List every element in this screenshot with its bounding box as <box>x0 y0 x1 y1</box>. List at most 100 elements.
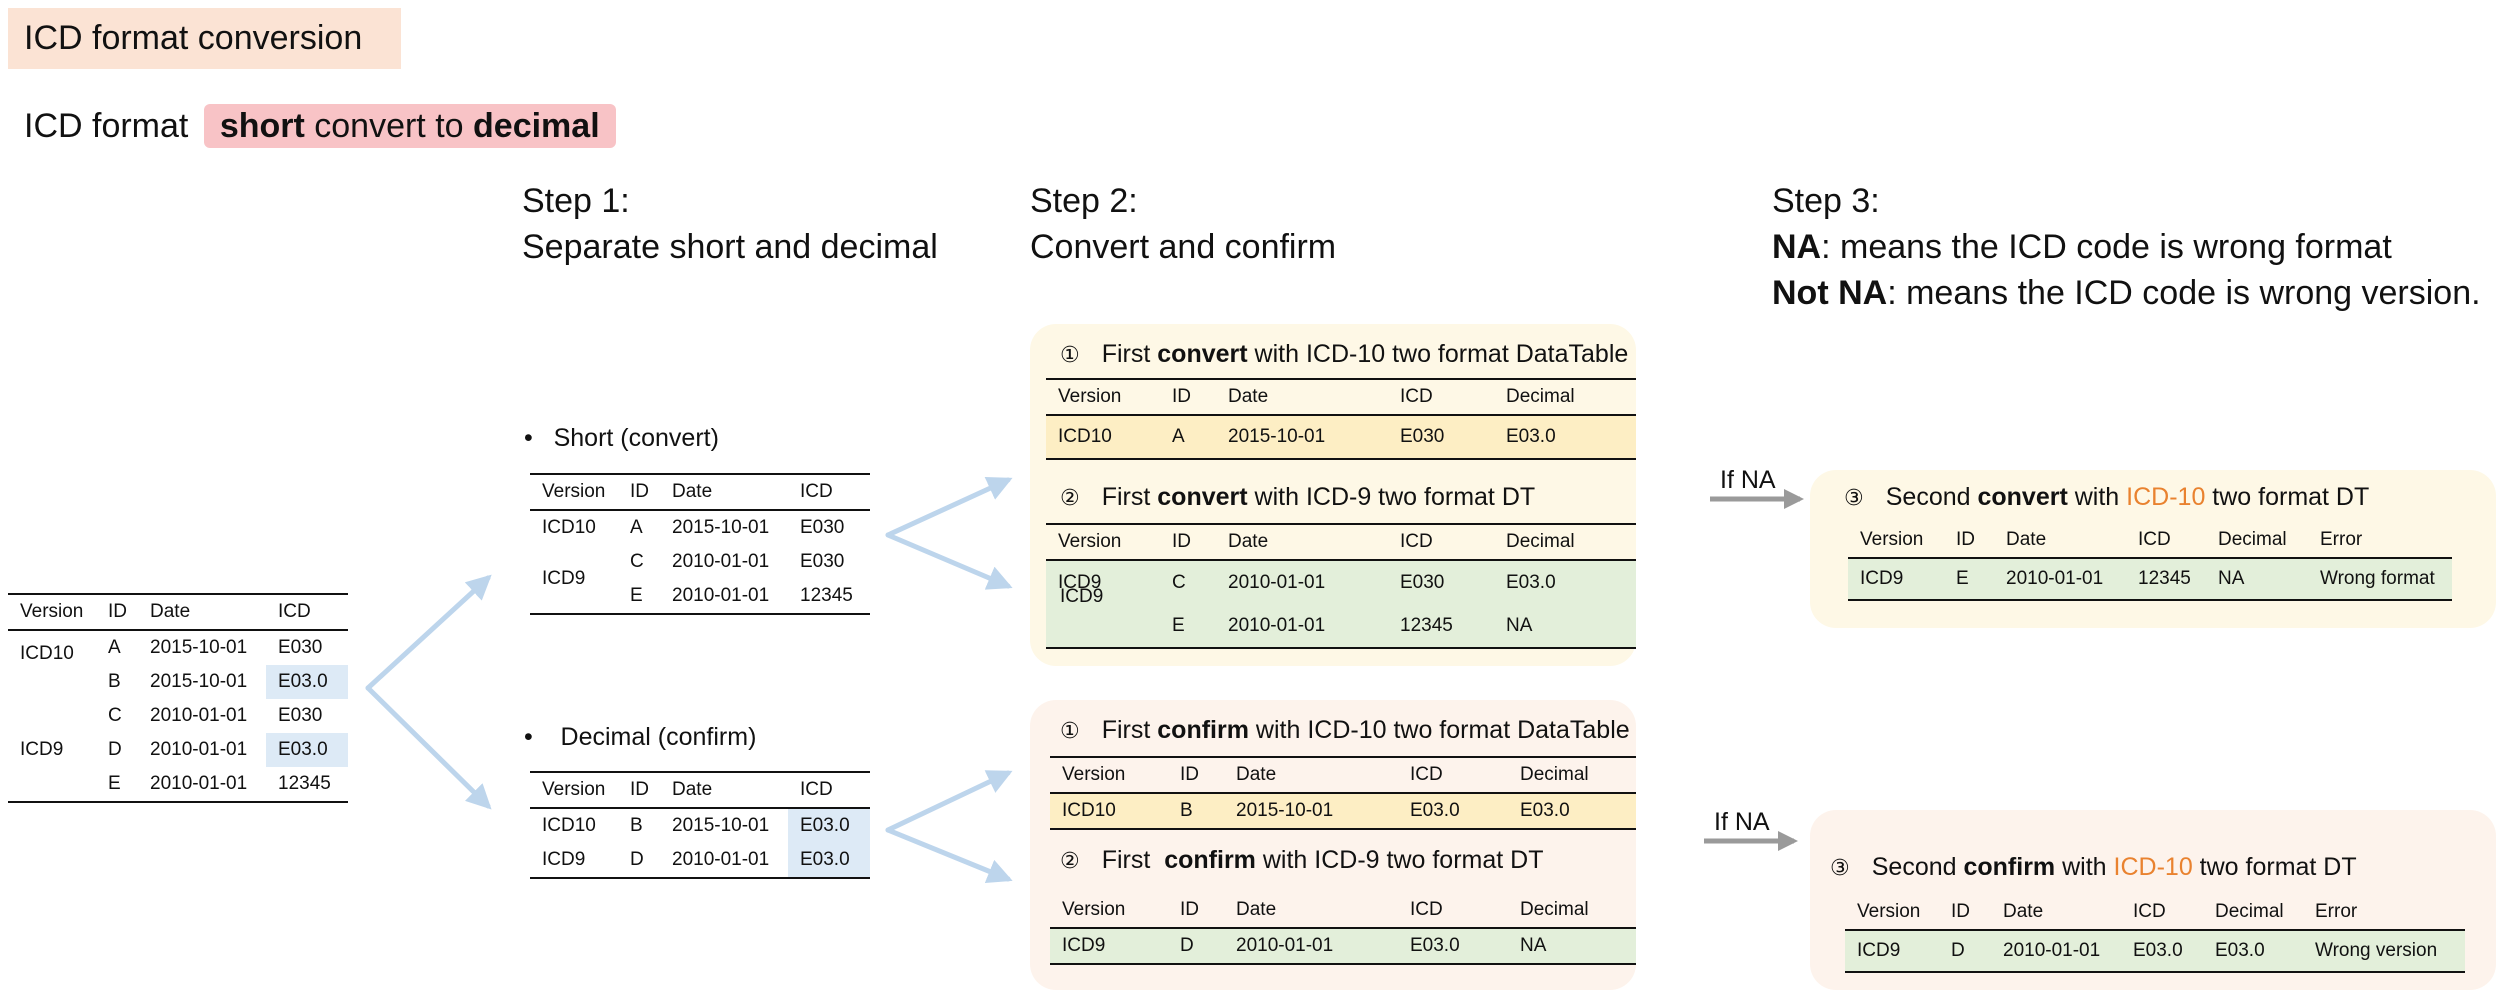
confirm-icd9-header: Date <box>1224 893 1398 929</box>
cell-decimal: NA <box>1508 928 1636 965</box>
cell-version: ICD9 <box>1848 558 1944 601</box>
short-cell-id: A <box>630 517 643 538</box>
cell-version <box>1046 604 1160 649</box>
convert-arrow-down <box>885 532 1013 590</box>
cell-decimal: NA <box>1494 604 1636 649</box>
input-header-icd: ICD <box>266 593 348 631</box>
confirm-arrow-up <box>885 770 1013 833</box>
cell-date: 2015-10-01 <box>1224 793 1398 830</box>
if-na-label-confirm: If NA <box>1714 808 1770 836</box>
decimal-header-id: ID <box>618 771 660 809</box>
input-cell-id: D <box>108 739 122 760</box>
confirm-icd10-bold: confirm <box>1157 716 1249 744</box>
cell-icd: E030 <box>1388 560 1494 604</box>
subtitle-highlight: short convert to decimal <box>203 104 616 148</box>
short-row: ICD10 A 2015-10-01 E030 <box>530 510 870 545</box>
input-cell-id: E <box>96 767 138 803</box>
step3-notna-text: : means the ICD code is wrong version. <box>1887 274 2481 312</box>
convert-icd9-post: with ICD-9 two format DT <box>1247 483 1536 511</box>
second-confirm-post: two format DT <box>2192 853 2357 881</box>
input-row: B 2015-10-01 E03.0 <box>8 665 348 699</box>
short-cell-icd: E030 <box>800 517 845 538</box>
input-cell-icd-highlight: E03.0 <box>266 665 348 699</box>
input-cell-icd: E030 <box>278 637 323 658</box>
step2-line2: Convert and confirm <box>1030 228 1337 266</box>
cell-date: 2015-10-01 <box>1216 415 1388 460</box>
table-row: E 2010-01-01 12345 NA <box>1046 604 1636 649</box>
second-confirm-header: Version <box>1845 895 1939 931</box>
decimal-cell-date: 2015-10-01 <box>672 815 770 836</box>
decimal-confirm-label: • Decimal (confirm) <box>524 723 757 751</box>
second-convert-bold: convert <box>1977 483 2068 511</box>
cell-icd: E03.0 <box>2121 930 2203 973</box>
input-cell-date: 2015-10-01 <box>150 637 248 658</box>
confirm-icd10-header: Version <box>1050 756 1168 794</box>
decimal-cell-date: 2010-01-01 <box>660 843 788 879</box>
input-row: C 2010-01-01 E030 <box>8 699 348 733</box>
short-header-icd: ICD <box>788 473 870 511</box>
convert-icd10-header: Date <box>1216 378 1388 416</box>
input-row: ICD9 D 2010-01-01 E03.0 <box>8 733 348 767</box>
table-row: ICD9 D 2010-01-01 E03.0 E03.0 Wrong vers… <box>1845 930 2465 973</box>
second-convert-mid: with <box>2067 483 2127 511</box>
second-convert-pre: Second <box>1885 483 1978 511</box>
input-cell-id: B <box>108 671 121 692</box>
short-header-version: Version <box>530 473 618 511</box>
step3-heading: Step 3: NA: means the ICD code is wrong … <box>1772 178 2481 316</box>
step-number-icon: ③ <box>1830 856 1850 881</box>
confirm-icd10-post: with ICD-10 two format DataTable <box>1248 716 1630 744</box>
confirm-arrow-down <box>885 827 1013 884</box>
input-cell-id: C <box>108 705 122 726</box>
cell-id: E <box>1944 558 1994 601</box>
decimal-table: Version ID Date ICD ICD10 B 2015-10-01 E… <box>530 771 870 879</box>
step-number-icon: ① <box>1060 343 1080 368</box>
decimal-row: ICD10 B 2015-10-01 E03.0 <box>530 808 870 843</box>
input-cell-icd: E030 <box>278 705 323 726</box>
input-header-version: Version <box>8 593 96 631</box>
convert-icd10-header: Decimal <box>1494 378 1636 416</box>
cell-version: ICD9 <box>1845 930 1939 973</box>
second-confirm-header: ID <box>1939 895 1991 931</box>
input-row: E 2010-01-01 12345 <box>8 767 348 803</box>
step-number-icon: ① <box>1060 719 1080 744</box>
convert-icd9-table: Version ID Date ICD Decimal ICD9 C 2010-… <box>1046 523 1636 649</box>
cell-id: B <box>1168 793 1224 830</box>
subtitle-short: short <box>219 107 305 145</box>
cell-id: E <box>1160 604 1216 649</box>
short-convert-text: Short (convert) <box>553 424 719 452</box>
input-cell-date: 2010-01-01 <box>138 767 266 803</box>
short-cell-date: 2010-01-01 <box>660 579 788 615</box>
second-confirm-header: Decimal <box>2203 895 2303 931</box>
second-convert-post: two format DT <box>2205 483 2370 511</box>
short-cell-version: ICD9 <box>542 568 586 589</box>
step-number-icon: ③ <box>1844 486 1864 511</box>
decimal-header-date: Date <box>660 771 788 809</box>
short-cell-date: 2010-01-01 <box>672 551 770 572</box>
split-arrow-down <box>365 685 492 810</box>
input-row: ICD10 A 2015-10-01 E030 <box>8 630 348 665</box>
convert-icd9-version-label: ICD9 <box>1060 586 1104 607</box>
second-confirm-header: ICD <box>2121 895 2203 931</box>
convert-icd10-table: Version ID Date ICD Decimal ICD10 A 2015… <box>1046 378 1636 460</box>
short-cell-icd: 12345 <box>788 579 870 615</box>
short-cell-version <box>530 579 618 615</box>
subtitle-convert-to: convert to <box>304 107 474 145</box>
step1-line1: Step 1: <box>522 182 630 220</box>
convert-icd10-header: ID <box>1160 378 1216 416</box>
confirm-icd9-header: ID <box>1168 893 1224 929</box>
cell-icd: E03.0 <box>1398 793 1508 830</box>
cell-icd: 12345 <box>1388 604 1494 649</box>
step3-notna-line: Not NA: means the ICD code is wrong vers… <box>1772 270 2481 316</box>
input-table: Version ID Date ICD ICD10 A 2015-10-01 E… <box>8 593 348 803</box>
second-convert-header: ID <box>1944 523 1994 559</box>
second-confirm-mid: with <box>2055 853 2114 881</box>
convert-icd10-header: ICD <box>1388 378 1494 416</box>
cell-date: 2010-01-01 <box>1216 560 1388 604</box>
step3-na-bold: NA <box>1772 228 1822 266</box>
convert-icd10-header: Version <box>1046 378 1160 416</box>
